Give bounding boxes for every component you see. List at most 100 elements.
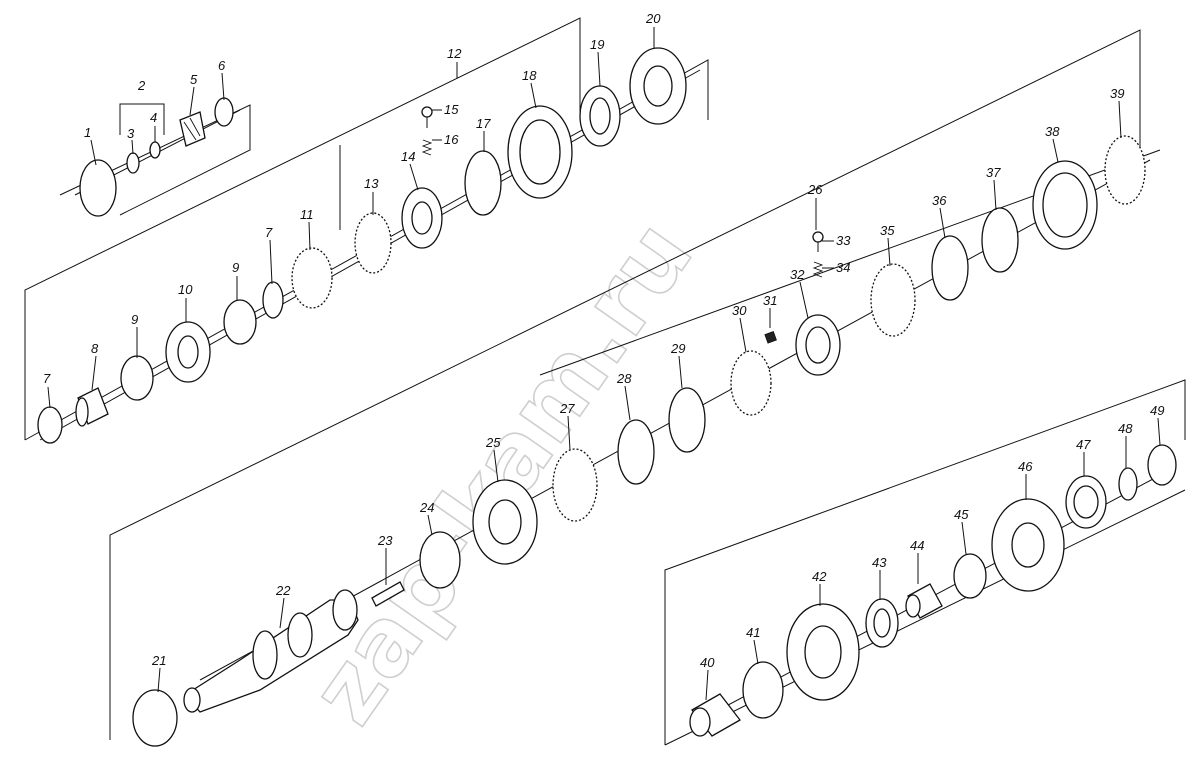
part-24 [419, 531, 461, 589]
label-25: 25 [485, 435, 501, 450]
label-42: 42 [812, 569, 827, 584]
part-30 [730, 350, 772, 416]
part-39 [1104, 135, 1146, 205]
part-43 [865, 598, 899, 648]
label-24: 24 [419, 500, 434, 515]
part-31 [764, 331, 777, 344]
part-49 [1147, 444, 1177, 486]
label-6: 6 [218, 58, 226, 73]
label-5: 5 [190, 72, 198, 87]
part-7b [262, 281, 284, 319]
part-34 [812, 261, 824, 278]
part-41 [742, 661, 784, 719]
part-7a [37, 406, 63, 444]
part-40 [689, 693, 741, 737]
part-6 [214, 97, 234, 127]
part-16 [421, 139, 433, 156]
part-48 [1118, 467, 1138, 501]
label-39: 39 [1110, 86, 1124, 101]
part-22 [183, 589, 359, 713]
part-9b [223, 299, 257, 345]
label-11: 11 [300, 207, 314, 222]
label-33: 33 [836, 233, 851, 248]
part-37 [981, 207, 1019, 273]
label-32: 32 [790, 267, 805, 282]
part-9a [120, 355, 154, 401]
label-1: 1 [84, 125, 91, 140]
part-35 [870, 263, 916, 337]
label-12: 12 [447, 46, 462, 61]
label-28: 28 [616, 371, 632, 386]
part-38 [1032, 160, 1098, 250]
label-31: 31 [763, 293, 777, 308]
part-23 [371, 581, 405, 607]
label-19: 19 [590, 37, 604, 52]
label-43: 43 [872, 555, 887, 570]
part-21 [132, 689, 178, 747]
part-46 [991, 498, 1065, 592]
part-11 [291, 247, 333, 309]
label-13: 13 [364, 176, 379, 191]
part-36 [931, 235, 969, 301]
label-45: 45 [954, 507, 969, 522]
part-28 [617, 419, 655, 485]
part-1 [79, 159, 117, 217]
label-34: 34 [836, 260, 850, 275]
part-3 [126, 152, 140, 174]
part-27 [552, 448, 598, 522]
part-8 [75, 387, 109, 427]
label-29: 29 [670, 341, 685, 356]
part-15 [421, 106, 433, 128]
label-36: 36 [932, 193, 947, 208]
label-40: 40 [700, 655, 715, 670]
label-23: 23 [377, 533, 393, 548]
label-37: 37 [986, 165, 1001, 180]
label-22: 22 [275, 583, 291, 598]
label-47: 47 [1076, 437, 1091, 452]
part-29 [668, 387, 706, 453]
part-5 [179, 111, 206, 147]
label-35: 35 [880, 223, 895, 238]
label-10: 10 [178, 282, 193, 297]
label-7b: 7 [265, 225, 273, 240]
label-17: 17 [476, 116, 491, 131]
part-13 [354, 212, 392, 274]
label-14: 14 [401, 149, 415, 164]
label-15: 15 [444, 102, 459, 117]
part-45 [953, 553, 987, 599]
part-17 [464, 150, 502, 216]
part-44 [905, 583, 943, 619]
part-4 [149, 141, 161, 159]
label-2: 2 [137, 78, 146, 93]
label-30: 30 [732, 303, 747, 318]
label-3: 3 [127, 126, 135, 141]
label-49: 49 [1150, 403, 1164, 418]
label-26: 26 [807, 182, 823, 197]
leader-lines [47, 27, 1161, 701]
label-4: 4 [150, 110, 157, 125]
label-8: 8 [91, 341, 99, 356]
label-20: 20 [645, 11, 661, 26]
label-7a: 7 [43, 371, 51, 386]
label-27: 27 [559, 401, 575, 416]
label-9b: 9 [232, 260, 239, 275]
label-48: 48 [1118, 421, 1133, 436]
label-44: 44 [910, 538, 924, 553]
label-46: 46 [1018, 459, 1033, 474]
part-33 [812, 231, 824, 252]
part-25 [472, 479, 538, 565]
part-10 [165, 321, 211, 383]
label-16: 16 [444, 132, 459, 147]
part-32 [795, 314, 841, 376]
label-9a: 9 [131, 312, 138, 327]
part-20 [629, 47, 687, 125]
part-19 [579, 85, 621, 147]
part-47 [1065, 475, 1107, 529]
label-41: 41 [746, 625, 760, 640]
label-18: 18 [522, 68, 537, 83]
label-38: 38 [1045, 124, 1060, 139]
part-18 [507, 105, 573, 199]
part-labels: 1 2 3 4 5 6 7 7 8 9 9 10 11 12 13 14 15 … [43, 11, 1164, 670]
label-21: 21 [151, 653, 166, 668]
